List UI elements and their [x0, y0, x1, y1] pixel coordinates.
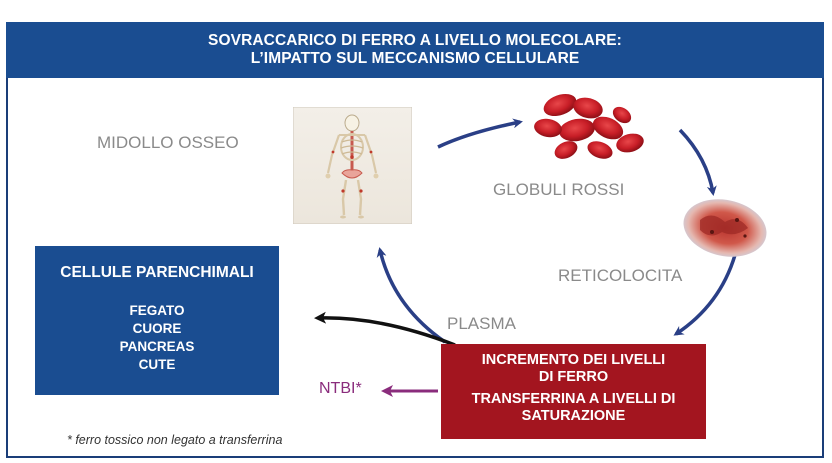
organ-item: CUTE — [138, 357, 176, 372]
reticulocyte-image — [683, 199, 767, 257]
organ-item: CUORE — [132, 321, 182, 336]
arrow-plasma-to-marrow — [376, 247, 446, 344]
arrow-redcells-to-reticulocyte — [678, 128, 717, 196]
skeleton-image — [292, 106, 413, 225]
ntbi-label: NTBI* — [319, 380, 362, 397]
parenchymal-cells-box: CELLULE PARENCHIMALI FEGATO CUORE PANCRE… — [35, 246, 279, 395]
arrow-reticulocyte-to-iron — [673, 254, 737, 336]
label-plasma: PLASMA — [447, 314, 516, 333]
label-bone-marrow: MIDOLLO OSSEO — [97, 133, 239, 152]
label-reticulocyte: RETICOLOCITA — [558, 266, 683, 285]
label-red-cells: GLOBULI ROSSI — [493, 180, 625, 199]
parenchymal-title: CELLULE PARENCHIMALI — [60, 264, 254, 281]
iron-box-line4: SATURAZIONE — [521, 408, 626, 424]
arrow-marrow-to-redcells — [437, 118, 523, 149]
header-title-line2: L’IMPATTO SUL MECCANISMO CELLULARE — [250, 50, 580, 67]
red-blood-cells-image — [534, 93, 644, 159]
organ-item: PANCREAS — [119, 339, 195, 354]
organ-item: FEGATO — [129, 303, 185, 318]
iron-box-line2: DI FERRO — [538, 369, 609, 385]
footnote: * ferro tossico non legato a transferrin… — [67, 433, 283, 447]
iron-increase-box: INCREMENTO DEI LIVELLI DI FERRO TRANSFER… — [441, 344, 706, 439]
header-title-line1: SOVRACCARICO DI FERRO A LIVELLO MOLECOLA… — [208, 32, 622, 49]
iron-box-line3: TRANSFERRINA A LIVELLI DI — [471, 391, 676, 407]
arrow-to-parenchymal — [314, 311, 456, 347]
iron-box-line1: INCREMENTO DEI LIVELLI — [481, 352, 666, 368]
diagram-header: SOVRACCARICO DI FERRO A LIVELLO MOLECOLA… — [6, 22, 824, 78]
